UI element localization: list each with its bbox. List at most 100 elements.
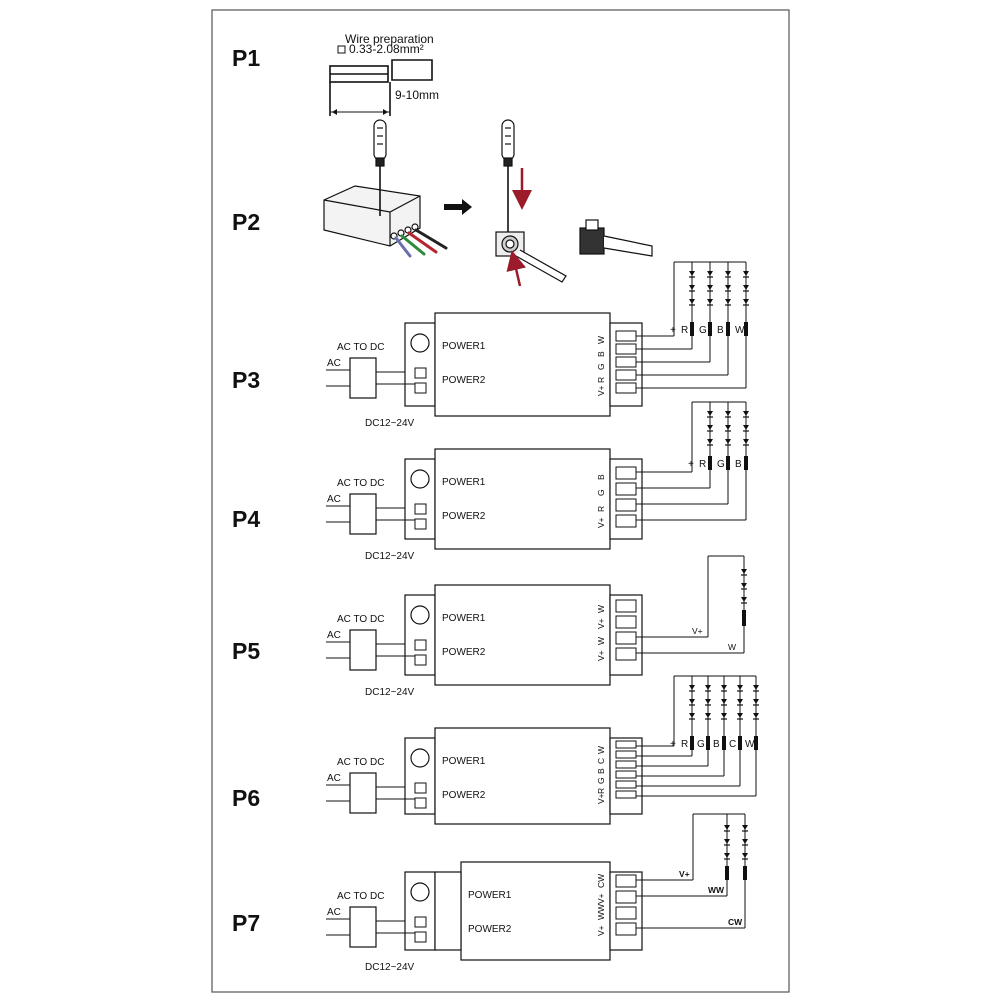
output-terminal <box>615 906 637 920</box>
strip-pad <box>738 736 742 750</box>
led-diode-icon <box>743 299 749 304</box>
terminal-label-column: V+WWV+CW <box>596 874 606 936</box>
terminal-closeup-illustration <box>495 231 567 283</box>
led-diode-icon <box>705 699 711 704</box>
output-terminal <box>615 760 637 769</box>
power-jack-icon <box>410 469 430 489</box>
ac-to-dc-label: AC TO DC <box>337 342 384 353</box>
step-label-p1: P1 <box>232 45 260 71</box>
rgbw-wires <box>394 228 448 258</box>
strip-label: R <box>699 459 706 470</box>
output-terminal <box>615 330 637 342</box>
output-terminal <box>615 514 637 528</box>
led-diode-icon <box>725 439 731 444</box>
led-diode-icon <box>725 299 731 304</box>
step-label-p3: P3 <box>232 367 260 393</box>
output-terminal <box>615 369 637 381</box>
led-diode-icon <box>742 853 748 858</box>
led-diode-icon <box>689 285 695 290</box>
output-terminal <box>615 631 637 645</box>
power2-terminal <box>414 503 427 515</box>
ac-label: AC <box>327 358 341 369</box>
power-jack-icon <box>410 748 430 768</box>
terminal-label: G <box>596 777 606 784</box>
led-diode-icon <box>743 271 749 276</box>
led-diode-icon <box>689 299 695 304</box>
strip-label: V+ <box>679 869 690 879</box>
strip-label: V+ <box>692 626 703 636</box>
led-diode-icon <box>707 425 713 430</box>
output-terminal <box>615 780 637 789</box>
power2-label: POWER2 <box>442 375 486 386</box>
power2-label: POWER2 <box>442 511 486 522</box>
led-diode-icon <box>742 839 748 844</box>
terminal-label: B <box>596 351 606 357</box>
terminal-label: V+ <box>596 517 606 528</box>
terminal-label: W <box>596 746 606 754</box>
terminal-label: R <box>596 506 606 512</box>
led-strip-wiring: V+W <box>636 555 747 654</box>
strip-pad <box>726 456 730 470</box>
led-diode-icon <box>743 285 749 290</box>
ac-label: AC <box>327 494 341 505</box>
strip-label: WW <box>708 885 725 895</box>
led-diode-icon <box>724 853 730 858</box>
output-terminal <box>615 343 637 355</box>
led-diode-icon <box>707 285 713 290</box>
controller-body <box>460 861 611 961</box>
led-diode-icon <box>707 299 713 304</box>
strip-label: R <box>681 325 688 336</box>
step-p2: P2 <box>232 119 653 287</box>
led-diode-icon <box>743 411 749 416</box>
led-diode-icon <box>742 825 748 830</box>
voltage-label: DC12~24V <box>365 551 415 562</box>
power-jack-icon <box>410 333 430 353</box>
led-diode-icon <box>689 713 695 718</box>
led-diode-icon <box>707 271 713 276</box>
strip-label: W <box>735 325 745 336</box>
power2-terminal <box>414 518 427 530</box>
strip-pad <box>725 866 729 880</box>
ac-label: AC <box>327 630 341 641</box>
led-diode-icon <box>724 839 730 844</box>
output-terminal <box>615 647 637 661</box>
adapter-box <box>349 906 377 948</box>
led-diode-icon <box>725 411 731 416</box>
strip-pad <box>726 322 730 336</box>
strip-pad <box>690 322 694 336</box>
power2-terminal <box>414 797 427 809</box>
output-terminal <box>615 740 637 749</box>
terminal-label: R <box>596 377 606 383</box>
controller-step <box>434 871 462 951</box>
terminal-label: R <box>596 788 606 794</box>
insert-wire-arrow-icon <box>506 250 526 287</box>
voltage-label: DC12~24V <box>365 418 415 429</box>
terminal-label: C <box>596 758 606 764</box>
strip-label: G <box>699 325 707 336</box>
led-diode-icon <box>737 713 743 718</box>
output-terminal <box>615 356 637 368</box>
output-terminal <box>615 466 637 480</box>
strip-pad <box>743 866 747 880</box>
controller-body <box>434 312 611 417</box>
power1-label: POWER1 <box>468 890 512 901</box>
strip-pad <box>754 736 758 750</box>
ac-to-dc-label: AC TO DC <box>337 891 384 902</box>
led-diode-icon <box>737 699 743 704</box>
stripped-wire-illustration <box>329 59 433 116</box>
led-diode-icon <box>724 825 730 830</box>
strip-label: + <box>670 325 676 336</box>
terminal-label: V+ <box>596 925 606 936</box>
terminal-label-column: V+RGB <box>596 474 606 528</box>
led-diode-icon <box>705 685 711 690</box>
ac-label: AC <box>327 907 341 918</box>
led-diode-icon <box>705 713 711 718</box>
adapter-box <box>349 493 377 535</box>
